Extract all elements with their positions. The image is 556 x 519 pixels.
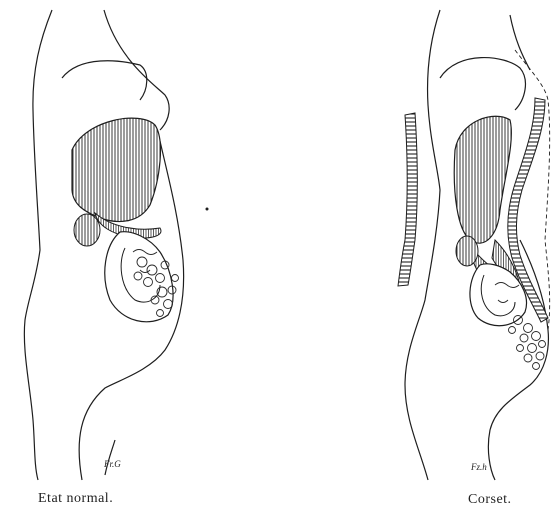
kidney-left: [74, 214, 100, 246]
liver-right: [454, 116, 511, 243]
signature-left: Fr.G: [104, 459, 121, 469]
intestine-left: [105, 232, 173, 322]
caption-corset: Corset.: [468, 492, 512, 508]
back-outline-left: [24, 10, 52, 480]
arm-line-left: [62, 61, 147, 100]
front-outline-right: [510, 15, 530, 70]
kidney-right: [456, 236, 478, 266]
dot-mark: [206, 208, 209, 211]
chest-outline-left: [104, 10, 169, 130]
leg-line-left: [105, 440, 115, 475]
arm-line-right: [440, 58, 525, 110]
caption-normal: Etat normal.: [38, 491, 113, 507]
signature-right: Fz.h: [471, 462, 487, 472]
figure-normal: [24, 10, 183, 480]
corset-back-band: [398, 113, 417, 286]
liver-left: [72, 118, 160, 221]
